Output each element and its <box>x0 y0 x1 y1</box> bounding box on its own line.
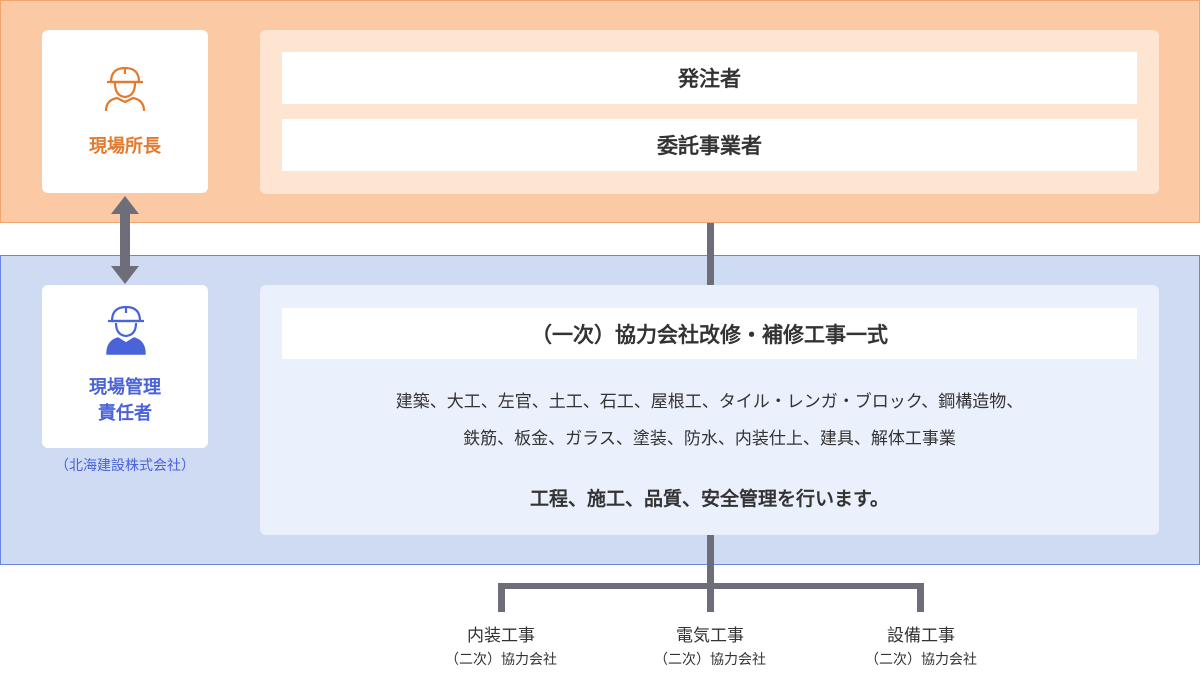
double-arrow-connector <box>111 196 139 284</box>
vertical-connector-bottom <box>707 535 714 612</box>
site-manager-card: 現場所長 <box>42 30 208 193</box>
duty-statement: 工程、施工、品質、安全管理を行います。 <box>529 488 890 510</box>
subcontractor-name: 電気工事 <box>676 626 744 646</box>
responsible-label-line2: 責任者 <box>98 403 152 424</box>
worker-helmet-icon <box>104 66 146 112</box>
site-responsible-card: 現場管理 責任者 <box>42 285 208 448</box>
branch-right <box>917 583 924 612</box>
primary-work-title: （一次）協力会社改修・補修工事一式 <box>282 308 1137 359</box>
subcontractor-type: （二次）協力会社 <box>654 652 766 668</box>
contractor-box: 委託事業者 <box>282 119 1137 171</box>
worker-helmet-icon <box>106 305 146 355</box>
site-manager-label: 現場所長 <box>89 136 161 157</box>
orderer-box: 発注者 <box>282 52 1137 104</box>
responsible-label-line1: 現場管理 <box>89 377 161 398</box>
branch-left <box>498 583 505 612</box>
company-name: （北海建設株式会社） <box>55 458 195 474</box>
vertical-connector-top <box>707 223 714 285</box>
subcontractor-type: （二次）協力会社 <box>865 652 977 668</box>
trades-line-1: 建築、大工、左官、土工、石工、屋根工、タイル・レンガ・ブロック、鋼構造物、 <box>395 392 1024 412</box>
subcontractor-type: （二次）協力会社 <box>445 652 557 668</box>
horizontal-branch-line <box>498 583 924 589</box>
trades-line-2: 鉄筋、板金、ガラス、塗装、防水、内装仕上、建具、解体工事業 <box>463 429 956 449</box>
subcontractor-name: 設備工事 <box>887 626 955 646</box>
subcontractor-name: 内装工事 <box>467 626 535 646</box>
